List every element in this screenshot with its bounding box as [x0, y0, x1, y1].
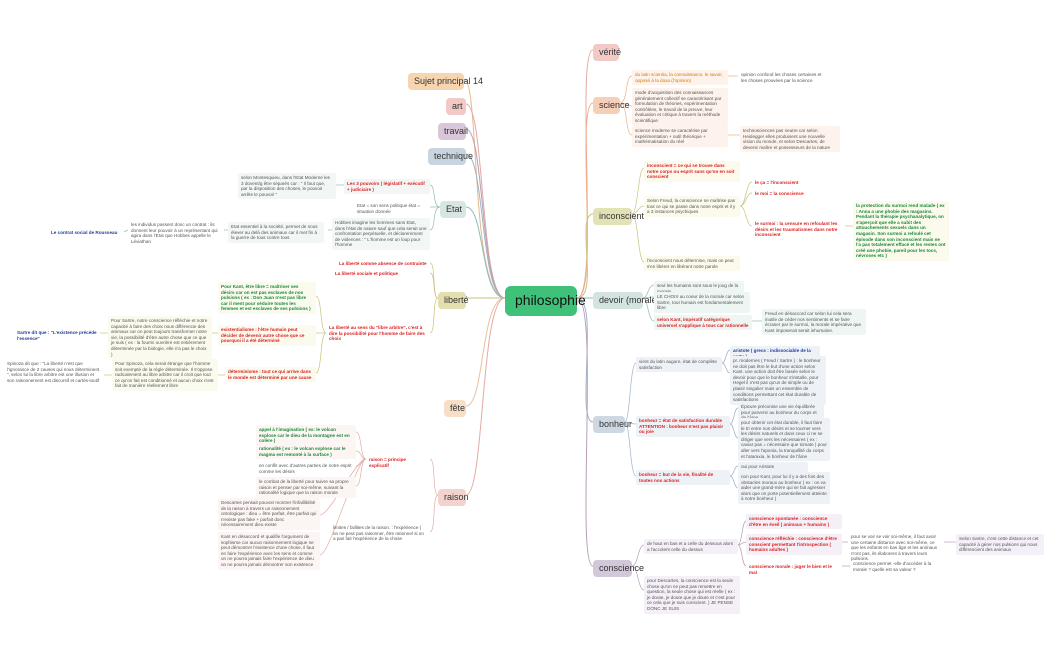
- liberte-note-sartre-citation[interactable]: Sartre dit que : "L'existence précède l'…: [17, 330, 97, 341]
- liberte-note-sartre-conscience[interactable]: Pour Sartre, notre conscience réfléchie …: [108, 316, 212, 360]
- bonheur-note-etat[interactable]: bonheur = état de satisfaction durable A…: [636, 416, 730, 437]
- bonheur-note-but[interactable]: bonheur = but de la vie, finalité de tou…: [636, 470, 730, 486]
- raison-note-descartes[interactable]: Descartes pensait pouvoir montrer l'infa…: [218, 498, 320, 530]
- etat-note-contrat-social[interactable]: Le contrat social de Rousseau: [51, 230, 118, 235]
- link-raison: [465, 297, 506, 496]
- raison-note-kant[interactable]: Kant en désaccord et qualifie l'argument…: [218, 532, 320, 570]
- raison-note-rationalite[interactable]: rationalité ( ex : le volcan explose car…: [256, 444, 356, 460]
- inconscient-note-surmoi[interactable]: le surmoi : la censure en refoulant les …: [755, 221, 838, 238]
- etat-note-essentiel[interactable]: Etat essentiel à la société, permet de n…: [228, 222, 324, 243]
- conscience-note-descartes[interactable]: pour Descartes, la conscience est la seu…: [644, 576, 740, 614]
- raison-note-limites[interactable]: limites / faillites de la raison. : l'ex…: [333, 525, 424, 542]
- devoir-note-choix[interactable]: LE CHOIX au coeur de la morale car selon…: [654, 292, 750, 313]
- conscience-note-sartre[interactable]: Selon Sartre, c'est cette distance et ce…: [956, 534, 1044, 555]
- branch-sujet-principal[interactable]: Sujet principal 14: [408, 73, 483, 91]
- link-travail: [465, 128, 506, 299]
- branch-fete[interactable]: fête: [444, 400, 466, 418]
- liberte-note-spinoza-regle[interactable]: Pour Spinoza, cela serait étrange que l'…: [112, 359, 218, 391]
- branch-etat[interactable]: Etat: [440, 201, 466, 219]
- root-node-philosophie[interactable]: philosophie: [505, 286, 586, 316]
- etat-note-montesquieu[interactable]: selon Montesquieu, dans l'Etat Moderne l…: [238, 173, 336, 200]
- science-note-moderne[interactable]: science moderne se caractérise par expér…: [632, 126, 728, 147]
- etat-note-contrat-individus[interactable]: les individus passent donc un contrat : …: [131, 222, 218, 244]
- link-technique: [465, 153, 506, 299]
- conscience-note-haut-bas[interactable]: de haut en bas et a celle du dessous alo…: [644, 539, 738, 555]
- conscience-note-morale[interactable]: conscience morale : juger le bien et le …: [749, 564, 832, 575]
- raison-note-imagination[interactable]: appel à l'imagination ( ex: le volcan ex…: [256, 425, 356, 446]
- inconscient-note-ca[interactable]: le ça = l'inconscient: [755, 180, 799, 185]
- branch-science[interactable]: science: [593, 97, 630, 115]
- liberte-note-sociale[interactable]: La liberté sociale et politique: [335, 271, 399, 276]
- science-note-opinion[interactable]: opinion confond les choses certaines et …: [741, 72, 822, 83]
- inconscient-note-exemple[interactable]: la protection du surmoi rend malade ( ex…: [853, 201, 949, 261]
- bonheur-note-desirs[interactable]: pour obtenir cet état durable, il faut f…: [738, 418, 830, 462]
- link-verite: [576, 49, 594, 299]
- bonheur-note-epicure[interactable]: Épicure préconise une vie équilibrée pou…: [738, 402, 824, 423]
- bonheur-note-oui-aristote[interactable]: oui pour Aristote: [738, 462, 808, 472]
- branch-liberte[interactable]: liberté: [438, 292, 469, 310]
- devoir-note-kant[interactable]: selon Kant, impératif catégorique univer…: [654, 315, 752, 331]
- science-note-mode[interactable]: mode d'acquisition des connaissances gén…: [632, 88, 728, 126]
- branch-travail[interactable]: travail: [438, 123, 468, 141]
- liberte-note-contrainte[interactable]: La liberté comme absence de contrainte: [339, 261, 427, 266]
- etat-note-politique[interactable]: Etat = son sens politique état = situati…: [357, 203, 421, 214]
- bonheur-note-non-kant[interactable]: non pour Kant, pour lui il y a des fois …: [738, 472, 830, 504]
- link-fete: [465, 297, 506, 407]
- bonheur-note-modernes[interactable]: pr. modernes ( Freud / Sartre ) : le bon…: [730, 356, 826, 405]
- science-note-definition[interactable]: du latin scientia, la connaissance, le s…: [632, 70, 728, 86]
- branch-devoir-morale[interactable]: devoir (morale): [593, 292, 660, 310]
- raison-note-principe[interactable]: raison = principe explicatif: [369, 457, 406, 468]
- raison-note-conflit[interactable]: en conflit avec d'autres parties de notr…: [259, 463, 352, 474]
- raison-note-combat[interactable]: le combat de la liberté pour suivre sa p…: [256, 477, 356, 498]
- etat-note-hobbes[interactable]: Hobbes imagine les hommes sans Etat, dan…: [332, 218, 430, 250]
- conscience-note-distance[interactable]: pour se voir se voir soi-même, il faut a…: [851, 534, 938, 562]
- inconscient-note-definition[interactable]: inconscient = ce qui se trouve dans notr…: [644, 161, 740, 182]
- bonheur-note-definition[interactable]: vient du latin augure, état de complète …: [636, 357, 722, 373]
- branch-verite[interactable]: vérité: [593, 44, 621, 62]
- branch-bonheur[interactable]: bonheur: [593, 416, 632, 434]
- inconscient-note-freud[interactable]: Selon Freud, la conscience ne maîtrise p…: [644, 196, 740, 217]
- science-note-technosciences[interactable]: technosciences pas neutre car selon Heid…: [740, 126, 840, 153]
- branch-technique[interactable]: technique: [428, 148, 473, 166]
- inconscient-note-moi[interactable]: le moi = la conscience: [755, 191, 804, 196]
- liberte-note-spinoza-citation[interactable]: Spinoza dit que : "La liberté n'est que …: [7, 361, 100, 383]
- link-art: [465, 103, 506, 299]
- liberte-note-libre-arbitre[interactable]: La liberté au sens du "libre arbitre", c…: [329, 325, 425, 342]
- link-conscience: [576, 297, 594, 567]
- branch-inconscient[interactable]: inconscient: [593, 208, 644, 226]
- conscience-note-morale-question[interactable]: conscience permet -elle d'accéder à la m…: [853, 561, 932, 572]
- liberte-note-existentialisme[interactable]: existentialisme : l'être humain peut déc…: [218, 325, 316, 346]
- branch-raison[interactable]: raison: [438, 489, 469, 507]
- liberte-note-kant[interactable]: Pour Kant, être libre = maîtriser ses dé…: [218, 282, 316, 314]
- branch-art[interactable]: art: [446, 98, 466, 116]
- devoir-note-freud[interactable]: Freud en désaccord car selon lui cela se…: [762, 309, 866, 336]
- inconscient-note-liberer[interactable]: l'inconscient nous détermine, mais on pe…: [644, 256, 740, 272]
- conscience-note-spontanee[interactable]: conscience spontanée : conscience d'être…: [746, 514, 842, 530]
- link-etat: [465, 206, 506, 299]
- branch-conscience[interactable]: conscience: [593, 560, 644, 578]
- link-inconscient: [576, 213, 594, 299]
- etat-note-pouvoirs[interactable]: Les 3 pouvoirs ( législatif + exécutif +…: [344, 179, 430, 195]
- liberte-note-determinisme[interactable]: déterminisme : tout ce qui arrive dans l…: [225, 367, 316, 383]
- conscience-note-reflechie[interactable]: conscience réfléchie : conscience d'être…: [746, 534, 842, 555]
- link-science: [576, 102, 594, 299]
- link-sujet: [463, 78, 506, 299]
